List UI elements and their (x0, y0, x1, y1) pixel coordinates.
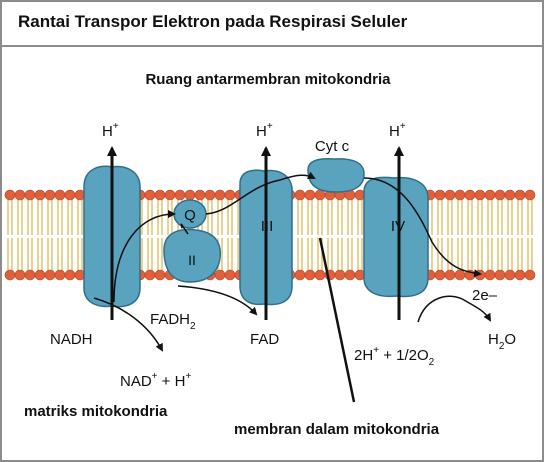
lipid-head (504, 189, 516, 201)
lipid-head (444, 269, 456, 281)
lipid-head (334, 269, 346, 281)
lipid-head (174, 189, 186, 201)
lipid-head (484, 269, 496, 281)
ubiquinone-label: Q (184, 207, 196, 224)
lipid-head (444, 189, 456, 201)
lipid-head (464, 189, 476, 201)
lipid-head (514, 269, 526, 281)
lipid-head (34, 269, 46, 281)
ubiquinone: Q (173, 199, 207, 229)
lipid-head (44, 189, 56, 201)
lipid-head (24, 189, 36, 201)
nad-label: NAD+ + H+ (120, 371, 191, 390)
lipid-head (434, 189, 446, 201)
lipid-head (54, 189, 66, 201)
lipid-head (514, 189, 526, 201)
fadh2-label: FADH2 (150, 311, 196, 332)
proton-label-1: H+ (102, 121, 119, 140)
lipid-head (54, 269, 66, 281)
fad-label: FAD (250, 331, 279, 348)
lipid-head (34, 189, 46, 201)
complex-2: II (163, 228, 222, 283)
lipid-head (304, 269, 316, 281)
lipid-head (44, 269, 56, 281)
oxygen-label: 2H+ + 1/2O2 (354, 345, 435, 368)
proton-label-3: H+ (256, 121, 273, 140)
lipid-head (344, 269, 356, 281)
lipid-head (494, 189, 506, 201)
lipid-head (144, 269, 156, 281)
lipid-head (4, 189, 16, 201)
lipid-head (314, 189, 326, 201)
lipid-head (14, 269, 26, 281)
lipid-head (304, 189, 316, 201)
lipid-head (484, 189, 496, 201)
lipid-head (314, 269, 326, 281)
lipid-head (154, 189, 166, 201)
lipid-head (224, 269, 236, 281)
lipid-head (164, 189, 176, 201)
lipid-head (524, 269, 536, 281)
lipid-head (64, 189, 76, 201)
lipid-head (184, 189, 196, 201)
lipid-head (454, 269, 466, 281)
inner-membrane-label: membran dalam mitokondria (234, 421, 440, 438)
electron-path (93, 171, 492, 403)
lipid-head (4, 269, 16, 281)
lipid-head (454, 189, 466, 201)
lipid-head (144, 189, 156, 201)
proton-label-4: H+ (389, 121, 406, 140)
lipid-head (474, 189, 486, 201)
lipid-head (494, 269, 506, 281)
complex-4: IV (363, 176, 429, 298)
water-label: H2O (488, 331, 516, 352)
lipid-head (204, 189, 216, 201)
electrons-label: 2e– (472, 287, 498, 304)
matrix-label: matriks mitokondria (24, 403, 168, 420)
lipid-head (504, 269, 516, 281)
diagram-title: Rantai Transpor Elektron pada Respirasi … (18, 12, 408, 31)
proton-labels: H+ H+ H+ (102, 121, 406, 140)
complex-2-label: II (188, 252, 196, 268)
lipid-head (434, 269, 446, 281)
lipid-head (294, 269, 306, 281)
lipid-head (214, 269, 226, 281)
cytochrome-c: Cyt c (307, 138, 365, 193)
intermembrane-space-label: Ruang antarmembran mitokondria (145, 71, 391, 88)
lipid-head (14, 189, 26, 201)
lipid-head (524, 189, 536, 201)
lipid-head (474, 269, 486, 281)
cytochrome-c-label: Cyt c (315, 138, 350, 155)
lipid-head (154, 269, 166, 281)
lipid-head (64, 269, 76, 281)
lipid-head (294, 189, 306, 201)
proton-arrows (107, 146, 404, 320)
lipid-head (24, 269, 36, 281)
lipid-head (224, 189, 236, 201)
lipid-head (194, 189, 206, 201)
title-bar: Rantai Transpor Elektron pada Respirasi … (2, 2, 542, 47)
lipid-head (214, 189, 226, 201)
nadh-label: NADH (50, 331, 93, 348)
